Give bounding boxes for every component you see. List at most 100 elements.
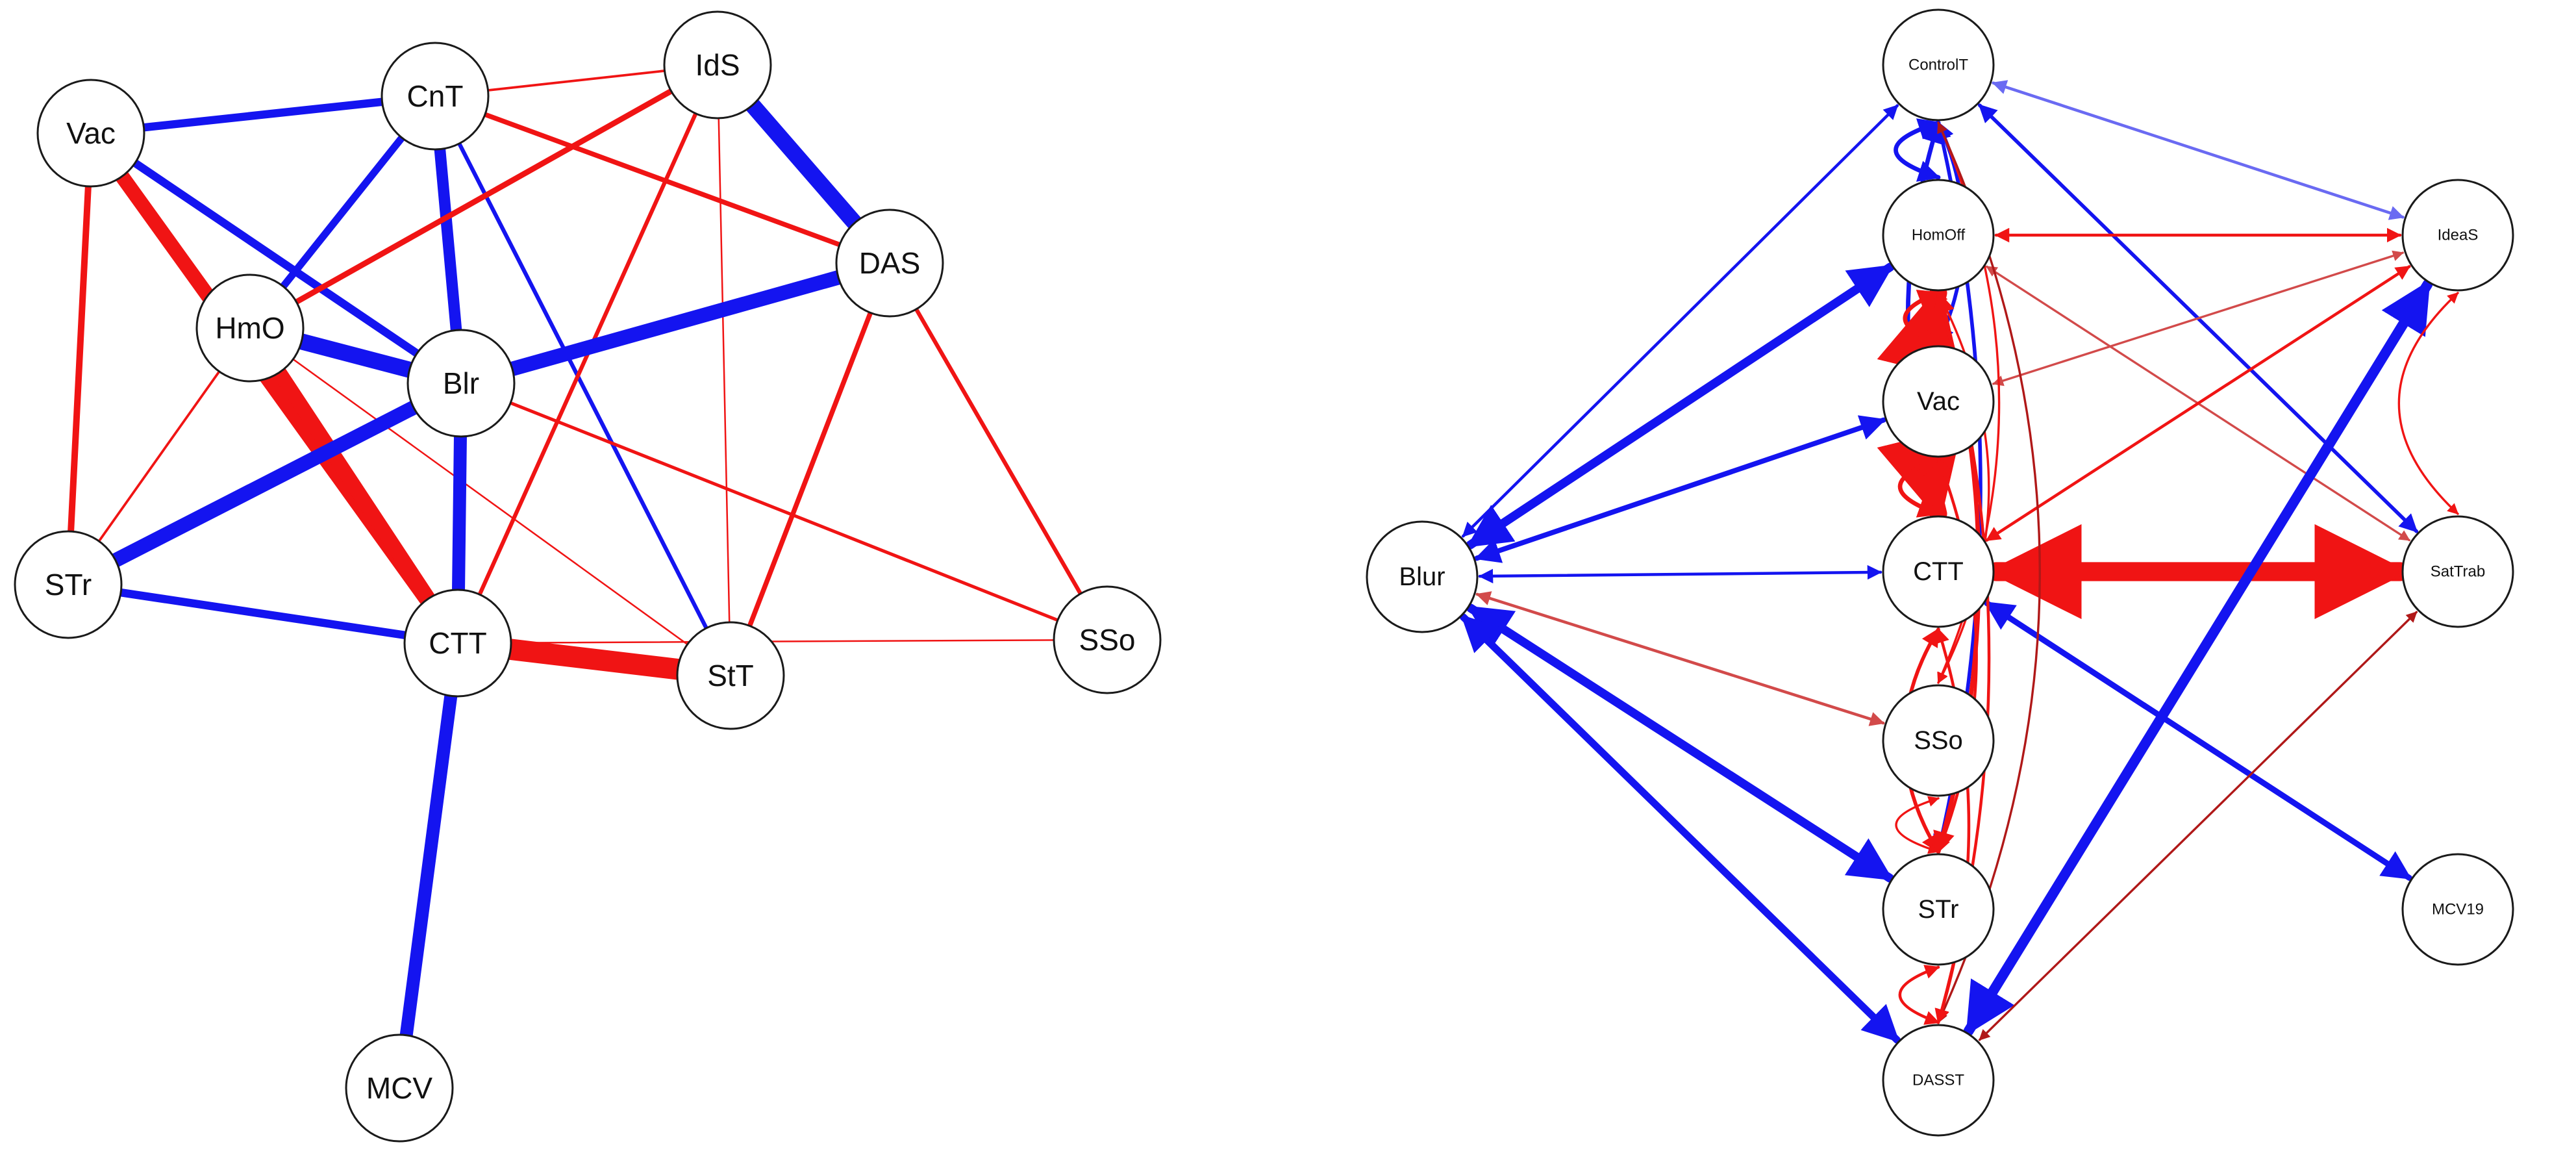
left-edge-ids-stt [716, 64, 732, 677]
left-node-circle [36, 79, 145, 188]
left-edge-hmo-ctt [242, 320, 466, 651]
right-node-circle [1882, 684, 1995, 797]
left-edge-vac-str [65, 130, 94, 588]
right-node-label: IdeaS [2438, 227, 2479, 244]
left-node-circle [406, 329, 516, 438]
right-node-label: STr [1918, 895, 1959, 924]
left-edge-str-ctt [64, 580, 462, 648]
right-edge-sso-str [1895, 796, 1940, 854]
right-node-label: SSo [1914, 726, 1963, 755]
left-node-label: HmO [215, 311, 284, 345]
left-edge-blr-str [60, 375, 469, 592]
left-node-str: STr [14, 530, 123, 639]
right-node-circle [1882, 853, 1995, 966]
left-node-label: SSo [1079, 623, 1136, 657]
left-node-label: IdS [695, 48, 740, 82]
left-edge-das-blr [453, 255, 897, 391]
left-node-hmo: HmO [195, 273, 305, 383]
right-node-circle [2401, 853, 2514, 966]
right-edge-ctt-dasst [1935, 627, 1971, 1024]
right-node-circle [1882, 1024, 1995, 1137]
left-node-circle [676, 621, 785, 730]
right-edge-ctt-mcv19 [1984, 600, 2412, 881]
right-edge-ideas-sattrab [2397, 292, 2459, 515]
right-node-mcv19: MCV19 [2401, 853, 2514, 966]
right-edge-vac-ideas [1992, 250, 2404, 386]
left-node-ctt: CTT [403, 589, 512, 698]
right-edge-homoff-vac [1903, 290, 1941, 347]
right-node-label: DASST [1912, 1072, 1964, 1089]
right-edge-blur-controlt [1461, 104, 1899, 538]
left-edge-vac-cnt [86, 92, 440, 138]
left-node-das: DAS [835, 209, 944, 318]
right-edge-controlt-ideas [1992, 80, 2405, 220]
right-edge-blur-ctt [1478, 564, 1882, 584]
right-node-label: HomOff [1912, 227, 1966, 244]
left-node-sso: SSo [1053, 585, 1162, 694]
left-node-mcv: MCV [345, 1033, 454, 1143]
left-node-vac: Vac [36, 79, 145, 188]
left-edge-cnt-stt [432, 94, 733, 678]
right-node-label: SatTrab [2431, 563, 2485, 581]
left-node-circle [195, 273, 305, 383]
right-node-ideas: IdeaS [2401, 179, 2514, 292]
left-node-label: Blr [443, 366, 479, 400]
right-node-sso: SSo [1882, 684, 1995, 797]
left-node-label: DAS [859, 246, 921, 280]
right-node-circle [1882, 179, 1995, 292]
left-edge-blr-sso [459, 381, 1109, 642]
right-network-edges [1460, 80, 2459, 1044]
left-node-circle [403, 589, 512, 698]
right-edge-blur-dasst [1460, 613, 1901, 1044]
left-node-label: StT [707, 659, 754, 692]
right-edge-vac-ctt [1897, 455, 1941, 518]
left-edge-hmo-stt [249, 327, 732, 677]
right-node-circle [1882, 8, 1995, 121]
left-node-label: CTT [429, 626, 486, 660]
right-edge-str-dasst [1898, 965, 1940, 1025]
right-edge-blur-sso [1475, 591, 1885, 726]
right-node-circle [1366, 520, 1479, 633]
right-node-dasst: DASST [1882, 1024, 1995, 1137]
left-node-circle [14, 530, 123, 639]
left-node-circle [1053, 585, 1162, 694]
left-node-label: STr [45, 568, 92, 602]
right-node-str: STr [1882, 853, 1995, 966]
left-edge-das-sso [887, 260, 1110, 642]
left-node-cnt: CnT [381, 42, 490, 151]
left-node-circle [381, 42, 490, 151]
left-node-ids: IdS [663, 10, 772, 120]
right-edge-blur-homoff [1466, 262, 1895, 550]
left-node-label: Vac [66, 116, 116, 150]
right-edge-controlt-homoff [1894, 118, 1941, 182]
right-node-circle [1882, 515, 1995, 628]
right-node-circle [1882, 345, 1995, 458]
left-node-blr: Blr [406, 329, 516, 438]
right-node-ctt: CTT [1882, 515, 1995, 628]
right-node-sattrab: SatTrab [2401, 515, 2514, 628]
left-edge-cnt-das [432, 94, 892, 266]
right-edge-homoff-sso [1937, 292, 1990, 684]
right-node-controlt: ControlT [1882, 8, 1995, 121]
left-edge-ids-hmo [247, 62, 721, 331]
left-edge-das-stt [728, 260, 892, 678]
right-node-label: CTT [1913, 557, 1964, 586]
left-edge-vac-blr [86, 129, 466, 388]
left-edge-ctt-mcv [393, 637, 464, 1095]
left-node-circle [663, 10, 772, 120]
right-node-label: MCV19 [2432, 901, 2484, 919]
right-node-circle [2401, 515, 2514, 628]
left-node-circle [835, 209, 944, 318]
left-node-circle [345, 1033, 454, 1143]
left-network-edges [60, 57, 1110, 1095]
right-node-label: Vac [1917, 387, 1960, 416]
right-edge-vac-str [1936, 457, 1978, 854]
right-node-blur: Blur [1366, 520, 1479, 633]
left-node-stt: StT [676, 621, 785, 730]
left-node-label: CnT [407, 79, 464, 113]
